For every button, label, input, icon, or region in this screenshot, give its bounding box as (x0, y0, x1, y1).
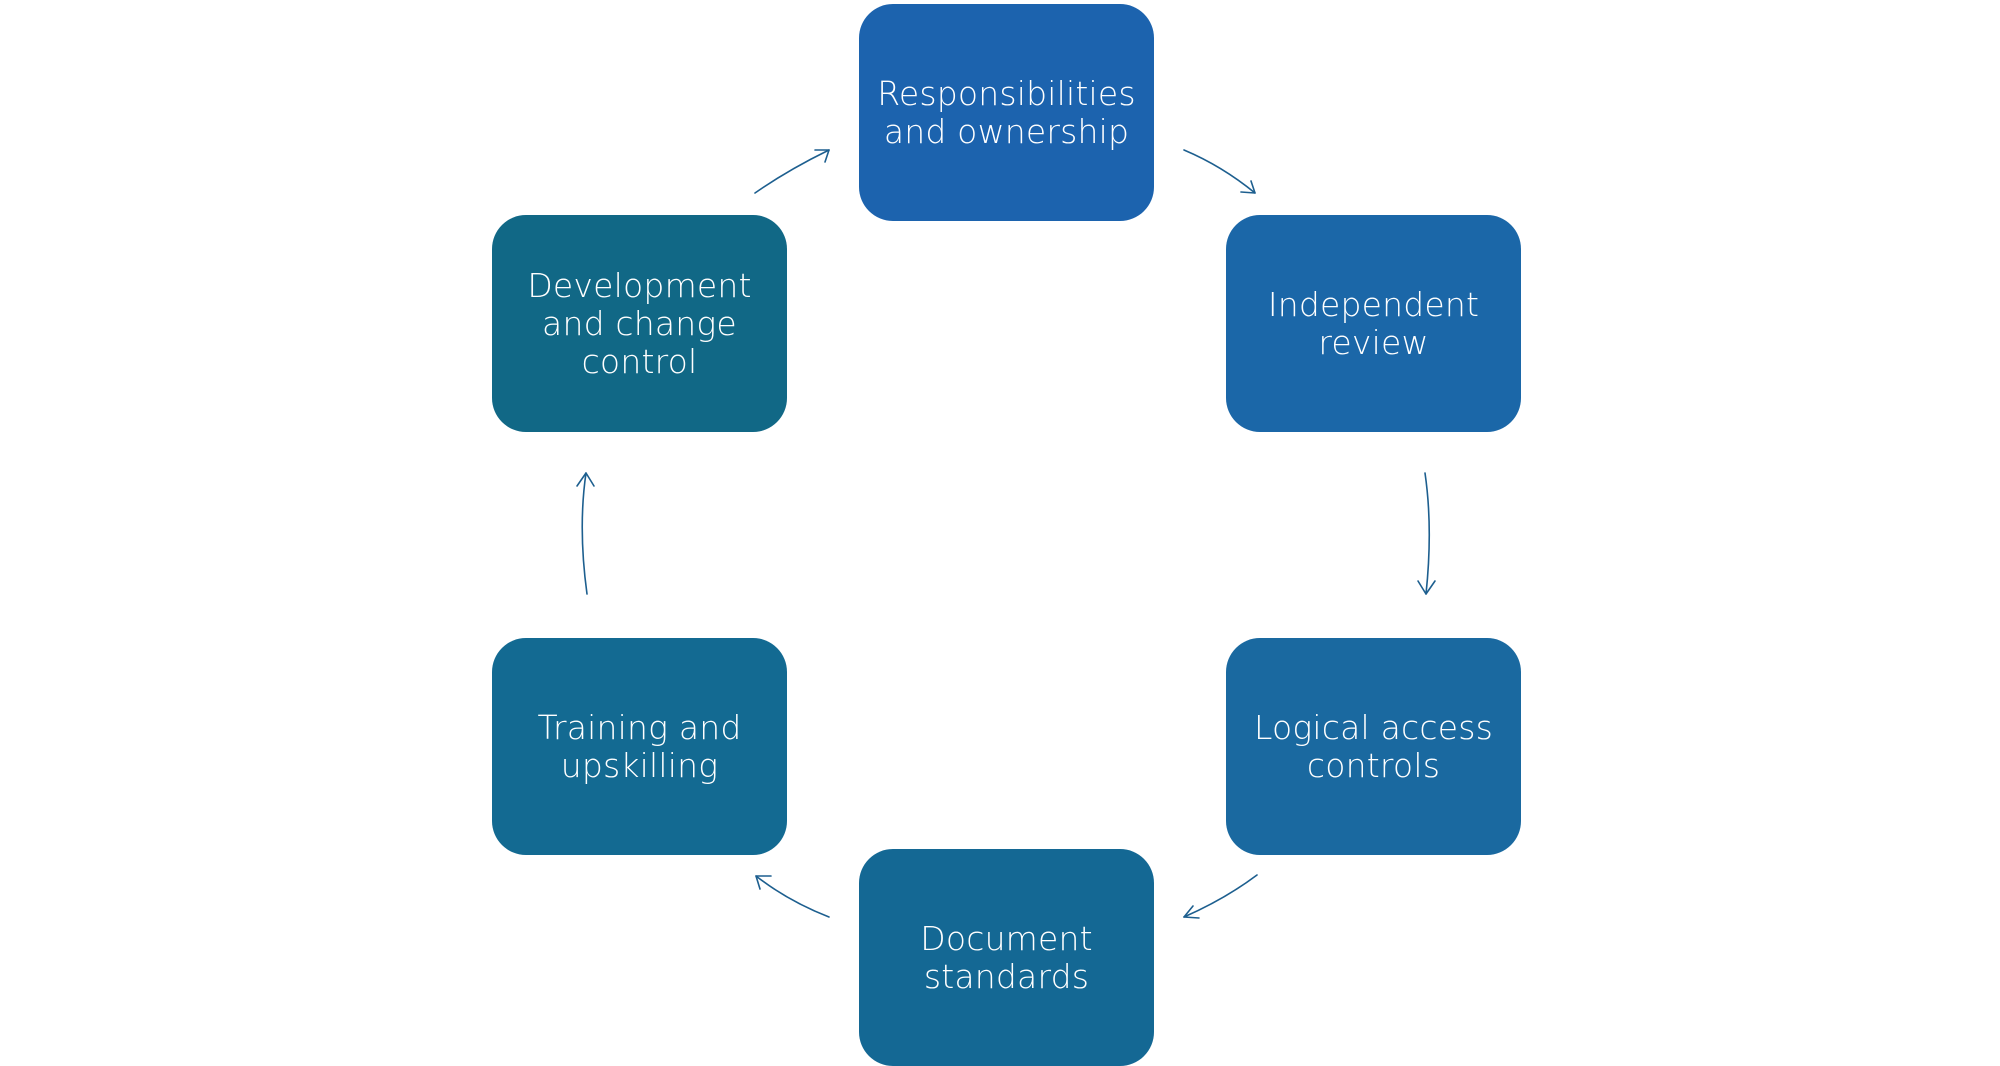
arrow-development-to-responsibilities (754, 149, 830, 194)
node-label: Development and change control (527, 265, 752, 381)
arrow-logical-access-to-document-standards (1183, 874, 1258, 919)
node-document-standards: Document standards (859, 849, 1154, 1066)
node-label: Document standards (920, 918, 1093, 996)
node-label: Logical access controls (1254, 707, 1493, 785)
node-logical-access-controls: Logical access controls (1226, 638, 1521, 855)
node-label: Responsibilities and ownership (877, 73, 1136, 151)
node-responsibilities-and-ownership: Responsibilities and ownership (859, 4, 1154, 221)
arrow-responsibilities-to-independent-review (1183, 149, 1256, 194)
node-training-and-upskilling: Training and upskilling (492, 638, 787, 855)
node-label: Independent review (1267, 284, 1480, 362)
node-independent-review: Independent review (1226, 215, 1521, 432)
node-development-and-change-control: Development and change control (492, 215, 787, 432)
arrow-independent-review-to-logical-access (1417, 472, 1436, 595)
node-label: Training and upskilling (537, 707, 742, 785)
arrow-training-to-development (576, 472, 595, 595)
arrow-document-standards-to-training (755, 875, 830, 918)
